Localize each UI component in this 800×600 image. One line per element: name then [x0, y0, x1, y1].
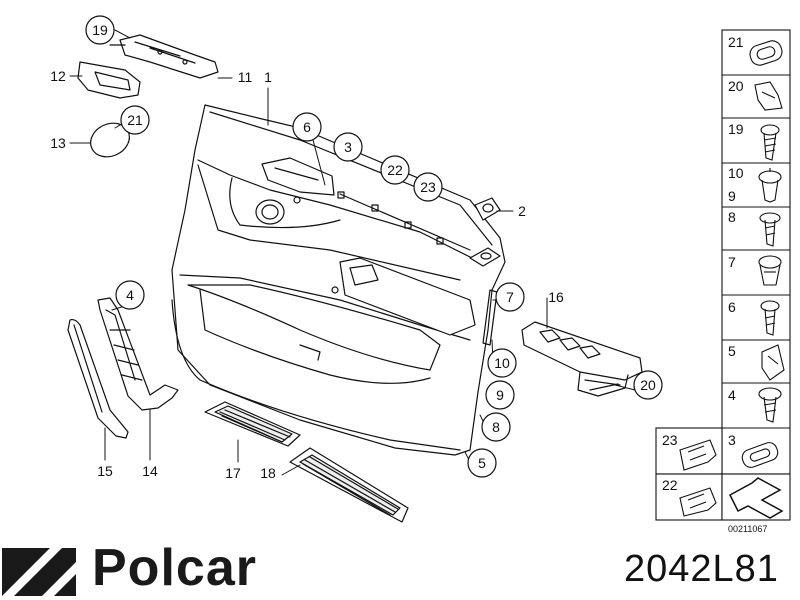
- speaker-grille-18: [289, 447, 409, 523]
- callout-19: 19: [92, 22, 108, 38]
- handle-cover: [77, 61, 141, 99]
- part-19-icon: [760, 124, 780, 161]
- label-18: 18: [260, 465, 276, 481]
- legend-19: 19: [728, 121, 744, 137]
- callout-10: 10: [494, 355, 510, 371]
- polcar-logo-icon: [2, 548, 76, 596]
- legend-7: 7: [728, 254, 736, 270]
- legend-8: 8: [728, 209, 736, 225]
- legend-9: 9: [728, 188, 736, 204]
- part-4-icon: [758, 387, 782, 423]
- speaker-grille-17: [204, 401, 301, 447]
- legend-10: 10: [728, 165, 744, 181]
- legend-5: 5: [728, 343, 736, 359]
- label-12: 12: [50, 68, 66, 84]
- part-5-icon: [761, 344, 785, 381]
- callout-4: 4: [126, 287, 134, 303]
- callout-22: 22: [387, 162, 403, 178]
- part-21-icon: [749, 40, 783, 66]
- legend-3: 3: [728, 432, 736, 448]
- legend-23: 23: [662, 432, 678, 448]
- clip-part-2: [474, 197, 501, 221]
- label-1: 1: [264, 69, 272, 85]
- callout-6: 6: [303, 119, 311, 135]
- part-10-9-icon: [758, 168, 782, 203]
- label-11: 11: [238, 69, 253, 85]
- part-number: 2042L81: [624, 548, 779, 590]
- label-14: 14: [142, 463, 158, 479]
- callout-7: 7: [506, 289, 514, 305]
- label-13: 13: [50, 135, 66, 151]
- label-2: 2: [518, 203, 526, 219]
- legend-4: 4: [728, 387, 736, 403]
- callout-3: 3: [344, 139, 352, 155]
- label-15: 15: [97, 463, 113, 479]
- doc-id: 00211067: [728, 524, 767, 534]
- legend-22: 22: [662, 477, 678, 493]
- callout-9: 9: [496, 387, 504, 403]
- callout-8: 8: [492, 419, 500, 435]
- legend-20: 20: [728, 78, 744, 94]
- part-20-icon: [754, 81, 783, 111]
- window-switch-block: [521, 321, 643, 397]
- direction-arrow-icon: [729, 477, 784, 519]
- legend-6: 6: [728, 299, 736, 315]
- part-3-icon: [741, 442, 779, 468]
- trim-strip-top: [109, 34, 219, 79]
- label-17: 17: [225, 465, 241, 481]
- part-8-icon: [759, 212, 781, 247]
- hardware-legend: [655, 29, 791, 521]
- callout-23: 23: [420, 179, 436, 195]
- handle-insert: [97, 297, 179, 411]
- callout-5: 5: [478, 455, 486, 471]
- part-23-icon: [679, 439, 717, 471]
- part-22-icon: [679, 487, 717, 517]
- legend-21: 21: [728, 34, 744, 50]
- callout-21: 21: [127, 112, 143, 128]
- callout-20: 20: [640, 377, 656, 393]
- part-7-icon: [758, 255, 782, 286]
- label-16: 16: [548, 289, 564, 305]
- part-6-icon: [760, 300, 780, 336]
- grab-handle: [67, 318, 129, 439]
- brand-name: Polcar: [92, 539, 257, 597]
- callouts: [85, 15, 663, 478]
